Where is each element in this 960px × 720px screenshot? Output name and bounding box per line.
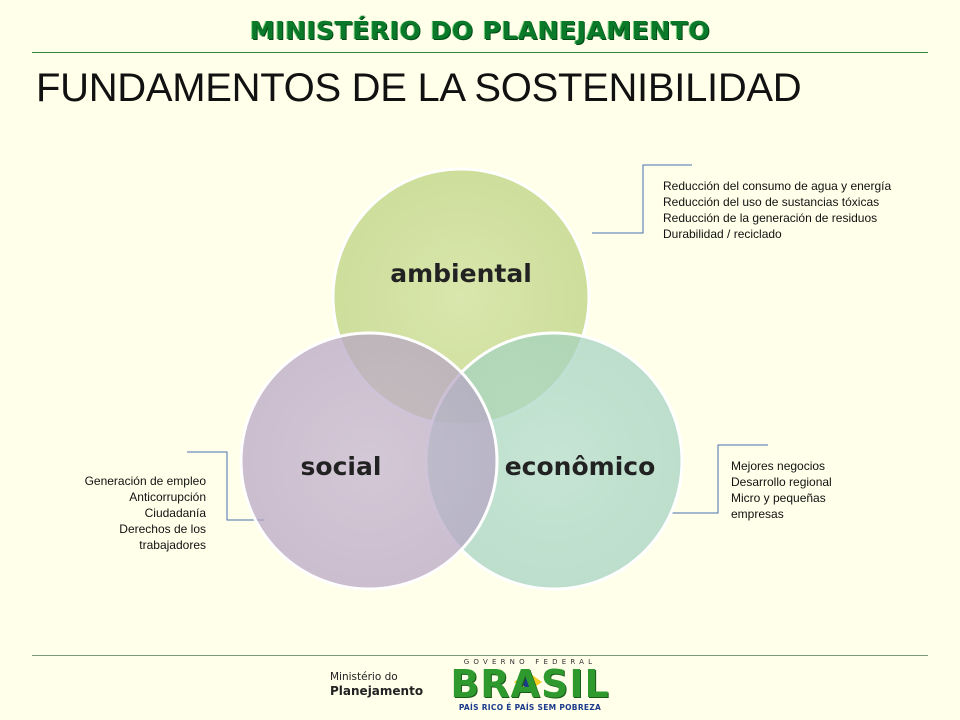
header-rule	[32, 52, 928, 53]
ambiental-notes: Reducción del consumo de agua y energía …	[663, 178, 891, 242]
brasil-flag-icon	[514, 672, 542, 692]
connector-economico	[670, 444, 768, 514]
social-notes: Generación de empleo Anticorrupción Ciud…	[40, 473, 206, 553]
brasil-slogan: PAÍS RICO É PAÍS SEM POBREZA	[458, 703, 602, 712]
footer-rule	[32, 655, 928, 656]
connector-ambiental	[592, 164, 692, 234]
economico-notes: Mejores negocios Desarrollo regional Mic…	[731, 458, 832, 522]
economico-note: Micro y pequeñas	[731, 491, 826, 505]
circle-social	[239, 331, 499, 591]
economico-note: Desarrollo regional	[731, 475, 832, 489]
social-note: Generación de empleo	[84, 474, 206, 488]
footer-ministry-logo: Ministério do Planejamento	[330, 670, 423, 698]
connector-social	[187, 451, 264, 521]
economico-note: Mejores negocios	[731, 459, 826, 473]
social-note: trabajadores	[139, 538, 206, 552]
ministry-header: MINISTÉRIO DO PLANEJAMENTO	[249, 16, 711, 45]
social-note: Ciudadanía	[144, 506, 206, 520]
circle-label-social: social	[301, 452, 382, 481]
circle-label-ambiental: ambiental	[390, 259, 532, 288]
slide-title: FUNDAMENTOS DE LA SOSTENIBILIDAD	[36, 66, 802, 110]
footer-ministry-line1: Ministério do	[330, 671, 398, 683]
gov-federal-label: GOVERNO FEDERAL	[463, 658, 597, 666]
ambiental-note: Reducción del consumo de agua y energía	[663, 179, 892, 193]
ambiental-note: Reducción del uso de sustancias tóxicas	[663, 195, 880, 209]
brasil-wordmark: BRASIL	[450, 662, 610, 706]
ambiental-note: Durabilidad / reciclado	[663, 227, 782, 241]
economico-note: empresas	[731, 507, 784, 521]
circle-label-economico: econômico	[505, 452, 656, 481]
social-note: Derechos de los	[119, 522, 206, 536]
footer-ministry-line2: Planejamento	[330, 684, 424, 698]
ambiental-note: Reducción de la generación de residuos	[663, 211, 878, 225]
social-note: Anticorrupción	[129, 490, 206, 504]
